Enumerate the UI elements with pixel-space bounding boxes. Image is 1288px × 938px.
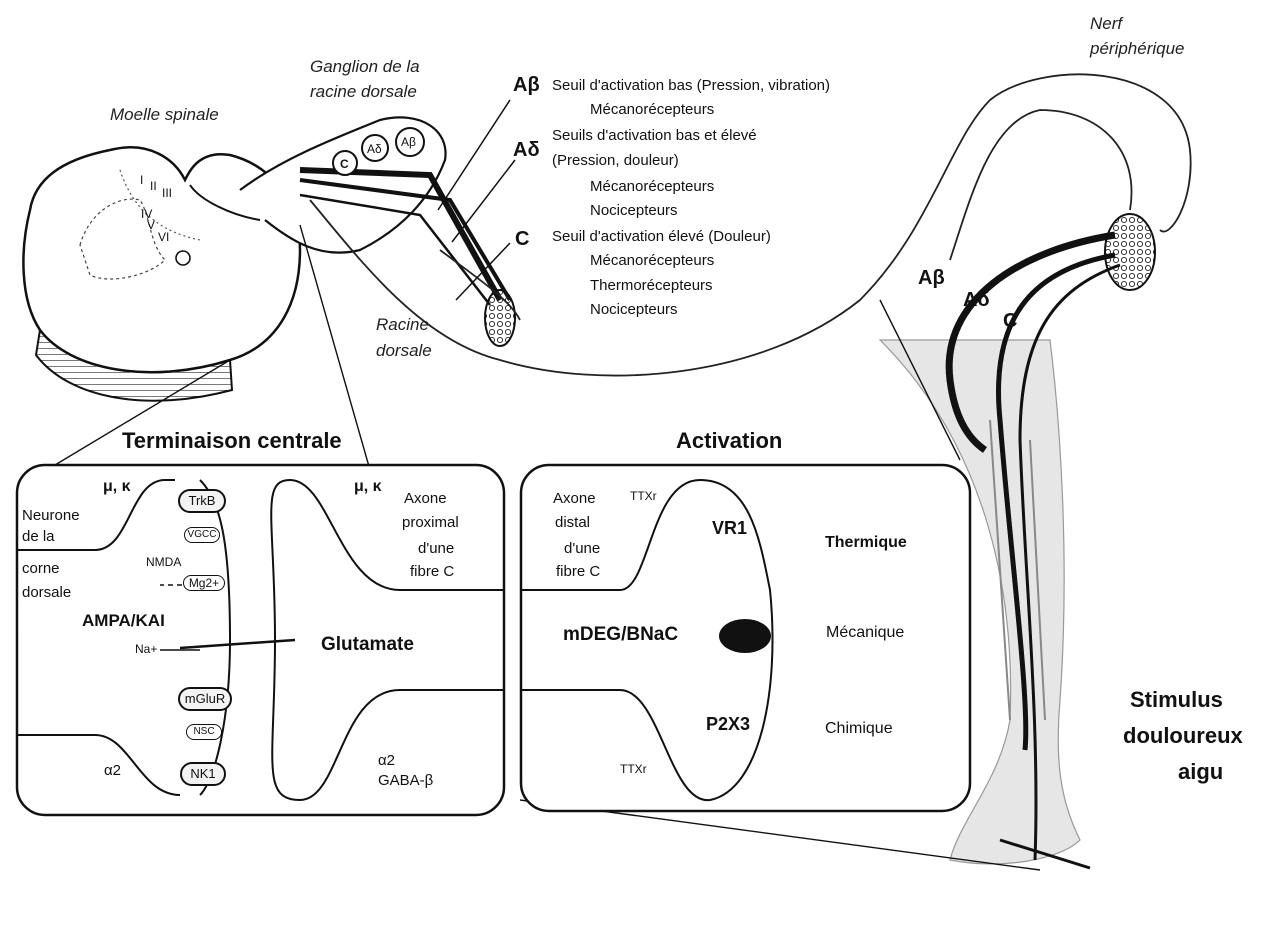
fiber-adelta-desc: Mécanorécepteurs <box>590 178 714 196</box>
ttx-top-label: TTXr <box>630 487 657 505</box>
leg-fiber-c-label: C <box>1003 312 1017 330</box>
sodium-label: Na+ <box>135 640 157 658</box>
thermique-label: Thermique <box>825 534 907 552</box>
ttx-bottom-label: TTXr <box>620 760 647 778</box>
chimique-label: Chimique <box>825 720 893 738</box>
ampa-label: AMPA/KAI <box>82 612 165 630</box>
nsc-channel: NSC <box>186 724 222 740</box>
fiber-adelta-label: Aδ <box>513 141 540 159</box>
axone-distal-1: Axone <box>553 490 596 508</box>
fiber-adelta-desc: Nocicepteurs <box>590 202 678 220</box>
alpha2-left-label: α2 <box>104 762 121 780</box>
lamina-label: III <box>162 184 172 202</box>
fiber-c-desc: Mécanorécepteurs <box>590 252 714 270</box>
fiber-c-desc: Seuil d'activation élevé (Douleur) <box>552 228 771 246</box>
mecanique-label: Mécanique <box>826 624 904 642</box>
axone-proximal-3: d'une <box>418 540 454 558</box>
lamina-label: II <box>150 177 157 195</box>
lamina-label: I <box>140 171 143 189</box>
label-racine-line2: dorsale <box>376 340 432 361</box>
terminaison-title: Terminaison centrale <box>122 432 342 450</box>
axone-proximal-1: Axone <box>404 490 447 508</box>
mdeg-label: mDEG/BNaC <box>563 626 678 644</box>
label-ganglion-line1: Ganglion de la <box>310 56 420 77</box>
fiber-adelta-desc: Seuils d'activation bas et élevé <box>552 127 757 145</box>
ganglion-cell-adelta: Aδ <box>367 140 382 158</box>
fiber-c-desc: Thermorécepteurs <box>590 277 713 295</box>
axone-distal-4: fibre C <box>556 563 600 581</box>
nmda-label: NMDA <box>146 553 181 571</box>
mglur-receptor: mGluR <box>178 687 232 711</box>
label-moelle-spinale: Moelle spinale <box>110 104 219 125</box>
axone-proximal-4: fibre C <box>410 563 454 581</box>
leg-fiber-abeta-label: Aβ <box>918 269 945 287</box>
axone-proximal-2: proximal <box>402 514 459 532</box>
fiber-abeta-desc: Mécanorécepteurs <box>590 101 714 119</box>
neurone-label-1: Neurone <box>22 505 80 527</box>
nerve-cross-section <box>1105 214 1155 290</box>
fiber-abeta-desc: Seuil d'activation bas (Pression, vibrat… <box>552 77 830 95</box>
axone-distal-3: d'une <box>564 540 600 558</box>
p2x3-label: P2X3 <box>706 715 750 733</box>
activation-title: Activation <box>676 432 782 450</box>
vr1-label: VR1 <box>712 519 747 537</box>
stimulus-line-1: Stimulus <box>1130 686 1223 714</box>
fiber-abeta-label: Aβ <box>513 76 540 94</box>
neurone-label-4: dorsale <box>22 584 71 602</box>
opioid-receptor-right: μ, κ <box>354 478 382 496</box>
ganglion-cell-c: C <box>340 155 349 173</box>
stimulus-line-3: aigu <box>1178 758 1223 786</box>
vgcc-channel: VGCC <box>184 527 220 543</box>
peripheral-nerve-sheath-inner <box>440 110 1132 320</box>
stimulus-line-2: douloureux <box>1123 722 1243 750</box>
neurone-label-3: corne <box>22 560 60 578</box>
lamina-label: VI <box>158 228 169 246</box>
neurone-label-2: de la <box>22 528 55 546</box>
label-racine-line1: Racine <box>376 314 429 335</box>
peripheral-nerve-sheath <box>310 74 1191 375</box>
fiber-adelta-desc: (Pression, douleur) <box>552 152 679 170</box>
gaba-label: GABA-β <box>378 772 433 790</box>
fiber-c-label: C <box>515 230 529 248</box>
opioid-receptor-left: μ, κ <box>103 478 131 496</box>
label-nerf-line2: périphérique <box>1090 38 1185 59</box>
trkb-receptor: TrkB <box>178 489 226 513</box>
mdeg-channel-icon <box>719 619 771 653</box>
ganglion-cell-abeta: Aβ <box>401 133 416 151</box>
leg-fiber-adelta-label: Aδ <box>963 291 990 309</box>
label-nerf-line1: Nerf <box>1090 13 1122 34</box>
nk1-receptor: NK1 <box>180 762 226 786</box>
label-ganglion-line2: racine dorsale <box>310 81 417 102</box>
glutamate-label: Glutamate <box>321 636 414 654</box>
alpha2-right-label: α2 <box>378 752 395 770</box>
lamina-label: V <box>147 216 155 234</box>
axone-distal-2: distal <box>555 514 590 532</box>
mg-block: Mg2+ <box>183 575 225 591</box>
fiber-c-desc: Nocicepteurs <box>590 301 678 319</box>
